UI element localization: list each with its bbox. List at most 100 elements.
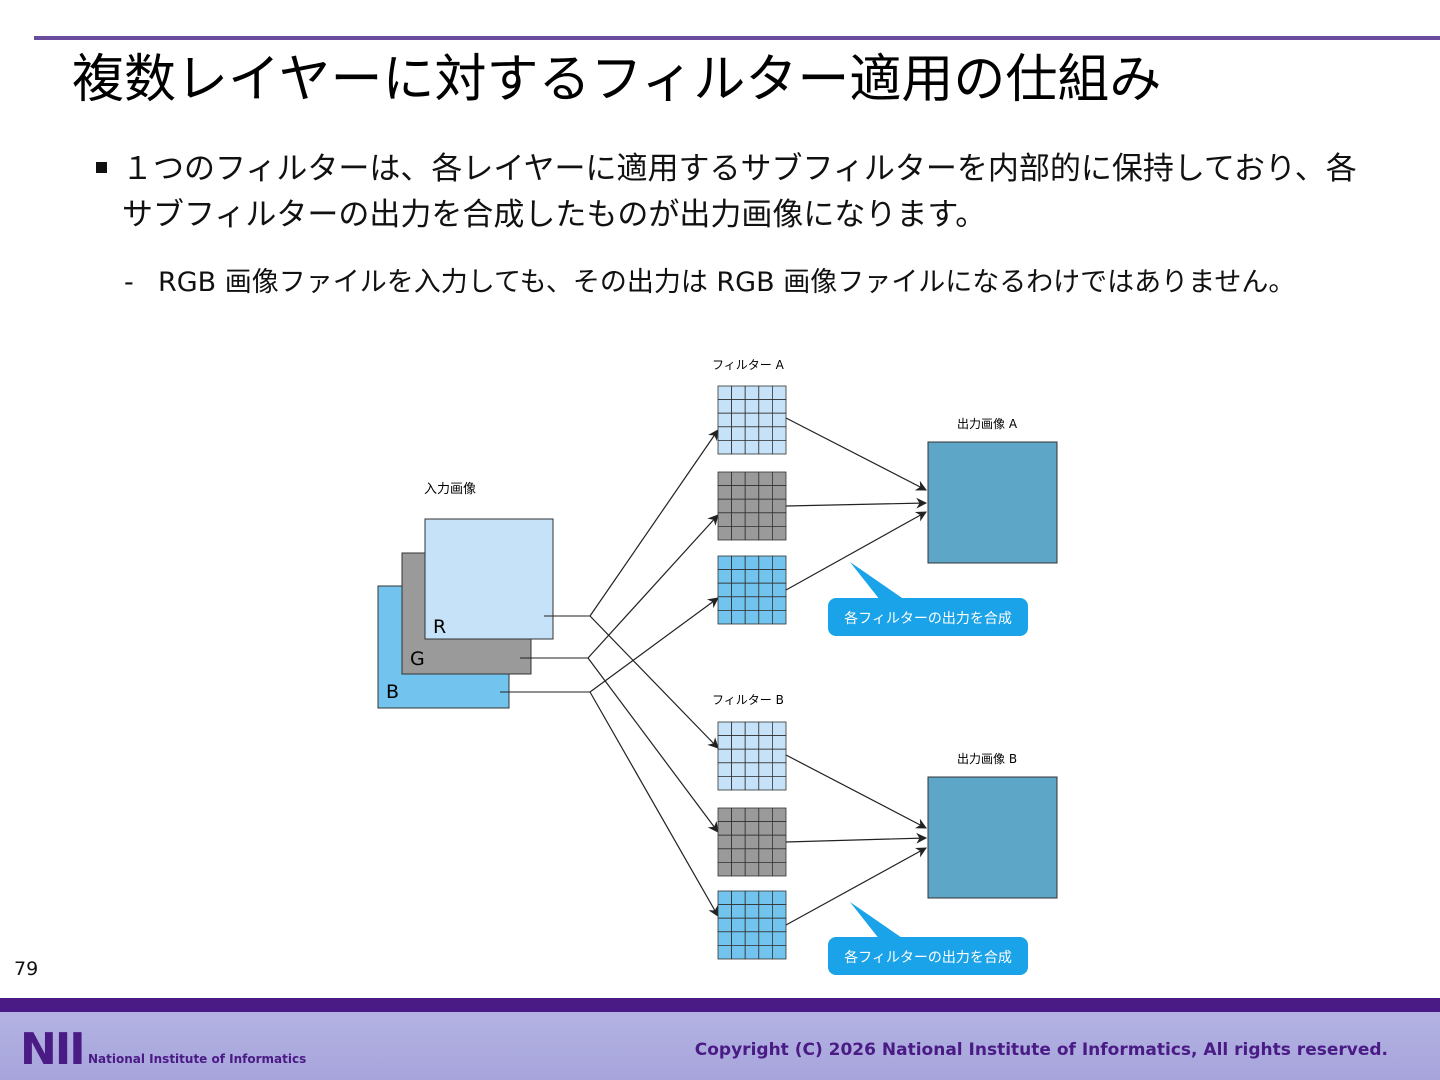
grid-cell — [758, 498, 773, 514]
input-image-label: 入力画像 — [424, 482, 476, 497]
grid-cell — [731, 890, 746, 906]
grid-cell — [758, 412, 773, 428]
filter-a-r-grid — [717, 385, 787, 455]
grid-cell — [731, 748, 746, 764]
grid-cell — [744, 439, 760, 455]
grid-cell — [758, 439, 773, 455]
grid-cell — [758, 485, 773, 500]
grid-cell — [744, 569, 760, 584]
grid-cell — [731, 721, 746, 737]
grid-cell — [717, 762, 733, 777]
copyright-notice: Copyright (C) 2026 National Institute of… — [694, 1040, 1388, 1060]
layer-r-label: R — [433, 616, 446, 638]
grid-cell — [731, 917, 746, 933]
grid-cell — [717, 412, 733, 428]
nii-logo-subtitle: National Institute of Informatics — [88, 1052, 307, 1066]
grid-cell — [758, 555, 773, 571]
grid-cell — [731, 821, 746, 836]
grid-cell — [731, 385, 746, 401]
grid-cell — [758, 862, 773, 877]
grid-cell — [744, 471, 760, 487]
grid-cell — [717, 721, 733, 737]
grid-cell — [717, 890, 733, 906]
grid-cell — [758, 762, 773, 777]
grid-cell — [744, 762, 760, 777]
grid-cell — [717, 834, 733, 850]
grid-cell — [772, 569, 787, 584]
slide-number: 79 — [14, 958, 39, 980]
grid-cell — [772, 945, 787, 960]
grid-cell — [758, 426, 773, 441]
grid-cell — [731, 412, 746, 428]
grid-cell — [772, 848, 787, 863]
callout-b: 各フィルターの出力を合成 — [828, 902, 1028, 975]
grid-cell — [731, 596, 746, 611]
grid-cell — [744, 582, 760, 598]
grid-cell — [744, 904, 760, 919]
filter-a-b-grid — [717, 555, 787, 625]
layer-connectors — [500, 615, 590, 693]
grid-cell — [731, 582, 746, 598]
grid-cell — [717, 512, 733, 527]
grid-cell — [731, 762, 746, 777]
grid-cell — [758, 569, 773, 584]
grid-cell — [717, 439, 733, 455]
grid-cell — [744, 931, 760, 946]
grid-cell — [758, 848, 773, 863]
grid-cell — [772, 931, 787, 946]
grid-cell — [731, 848, 746, 863]
grid-cell — [717, 610, 733, 625]
grid-cell — [772, 776, 787, 791]
grid-cell — [758, 945, 773, 960]
grid-cell — [744, 485, 760, 500]
grid-cell — [772, 485, 787, 500]
footer: NII National Institute of Informatics Co… — [0, 998, 1440, 1080]
grid-cell — [744, 526, 760, 541]
grid-cell — [717, 498, 733, 514]
grid-cell — [772, 862, 787, 877]
grid-cell — [717, 582, 733, 598]
grid-cell — [731, 471, 746, 487]
grid-cell — [717, 485, 733, 500]
grid-cell — [731, 776, 746, 791]
grid-cell — [731, 945, 746, 960]
grid-cell — [772, 582, 787, 598]
grid-cell — [717, 385, 733, 401]
grid-cell — [758, 721, 773, 737]
footer-background — [0, 1012, 1440, 1080]
grid-cell — [758, 890, 773, 906]
callout-b-text: 各フィルターの出力を合成 — [844, 950, 1012, 966]
sub-bullet-dash: - — [124, 267, 134, 298]
grid-cell — [744, 890, 760, 906]
grid-cell — [758, 471, 773, 487]
output-image-b — [927, 776, 1058, 899]
grid-cell — [744, 426, 760, 441]
grid-cell — [731, 834, 746, 850]
grid-cell — [731, 399, 746, 414]
grid-cell — [758, 385, 773, 401]
grid-cell — [731, 485, 746, 500]
filter-b-g-grid — [717, 807, 787, 877]
grid-cell — [772, 426, 787, 441]
grid-cell — [731, 904, 746, 919]
grid-cell — [758, 610, 773, 625]
grid-cell — [772, 890, 787, 906]
grid-cell — [717, 904, 733, 919]
grid-cell — [772, 385, 787, 401]
grid-cell — [731, 426, 746, 441]
grid-cell — [772, 412, 787, 428]
title-rule — [34, 36, 1440, 40]
output-a-label: 出力画像 A — [957, 417, 1018, 431]
grid-cell — [717, 862, 733, 877]
grid-cell — [744, 412, 760, 428]
grid-cell — [772, 439, 787, 455]
grid-cell — [717, 426, 733, 441]
sub-bullet-text: RGB 画像ファイルを入力しても、その出力は RGB 画像ファイルになるわけでは… — [158, 267, 1296, 298]
grid-cell — [717, 748, 733, 764]
grid-cell — [772, 526, 787, 541]
slide-title: 複数レイヤーに対するフィルター適用の仕組み — [72, 50, 1162, 110]
grid-cell — [772, 512, 787, 527]
grid-cell — [731, 512, 746, 527]
grid-cell — [717, 569, 733, 584]
layer-b-label: B — [386, 681, 399, 703]
